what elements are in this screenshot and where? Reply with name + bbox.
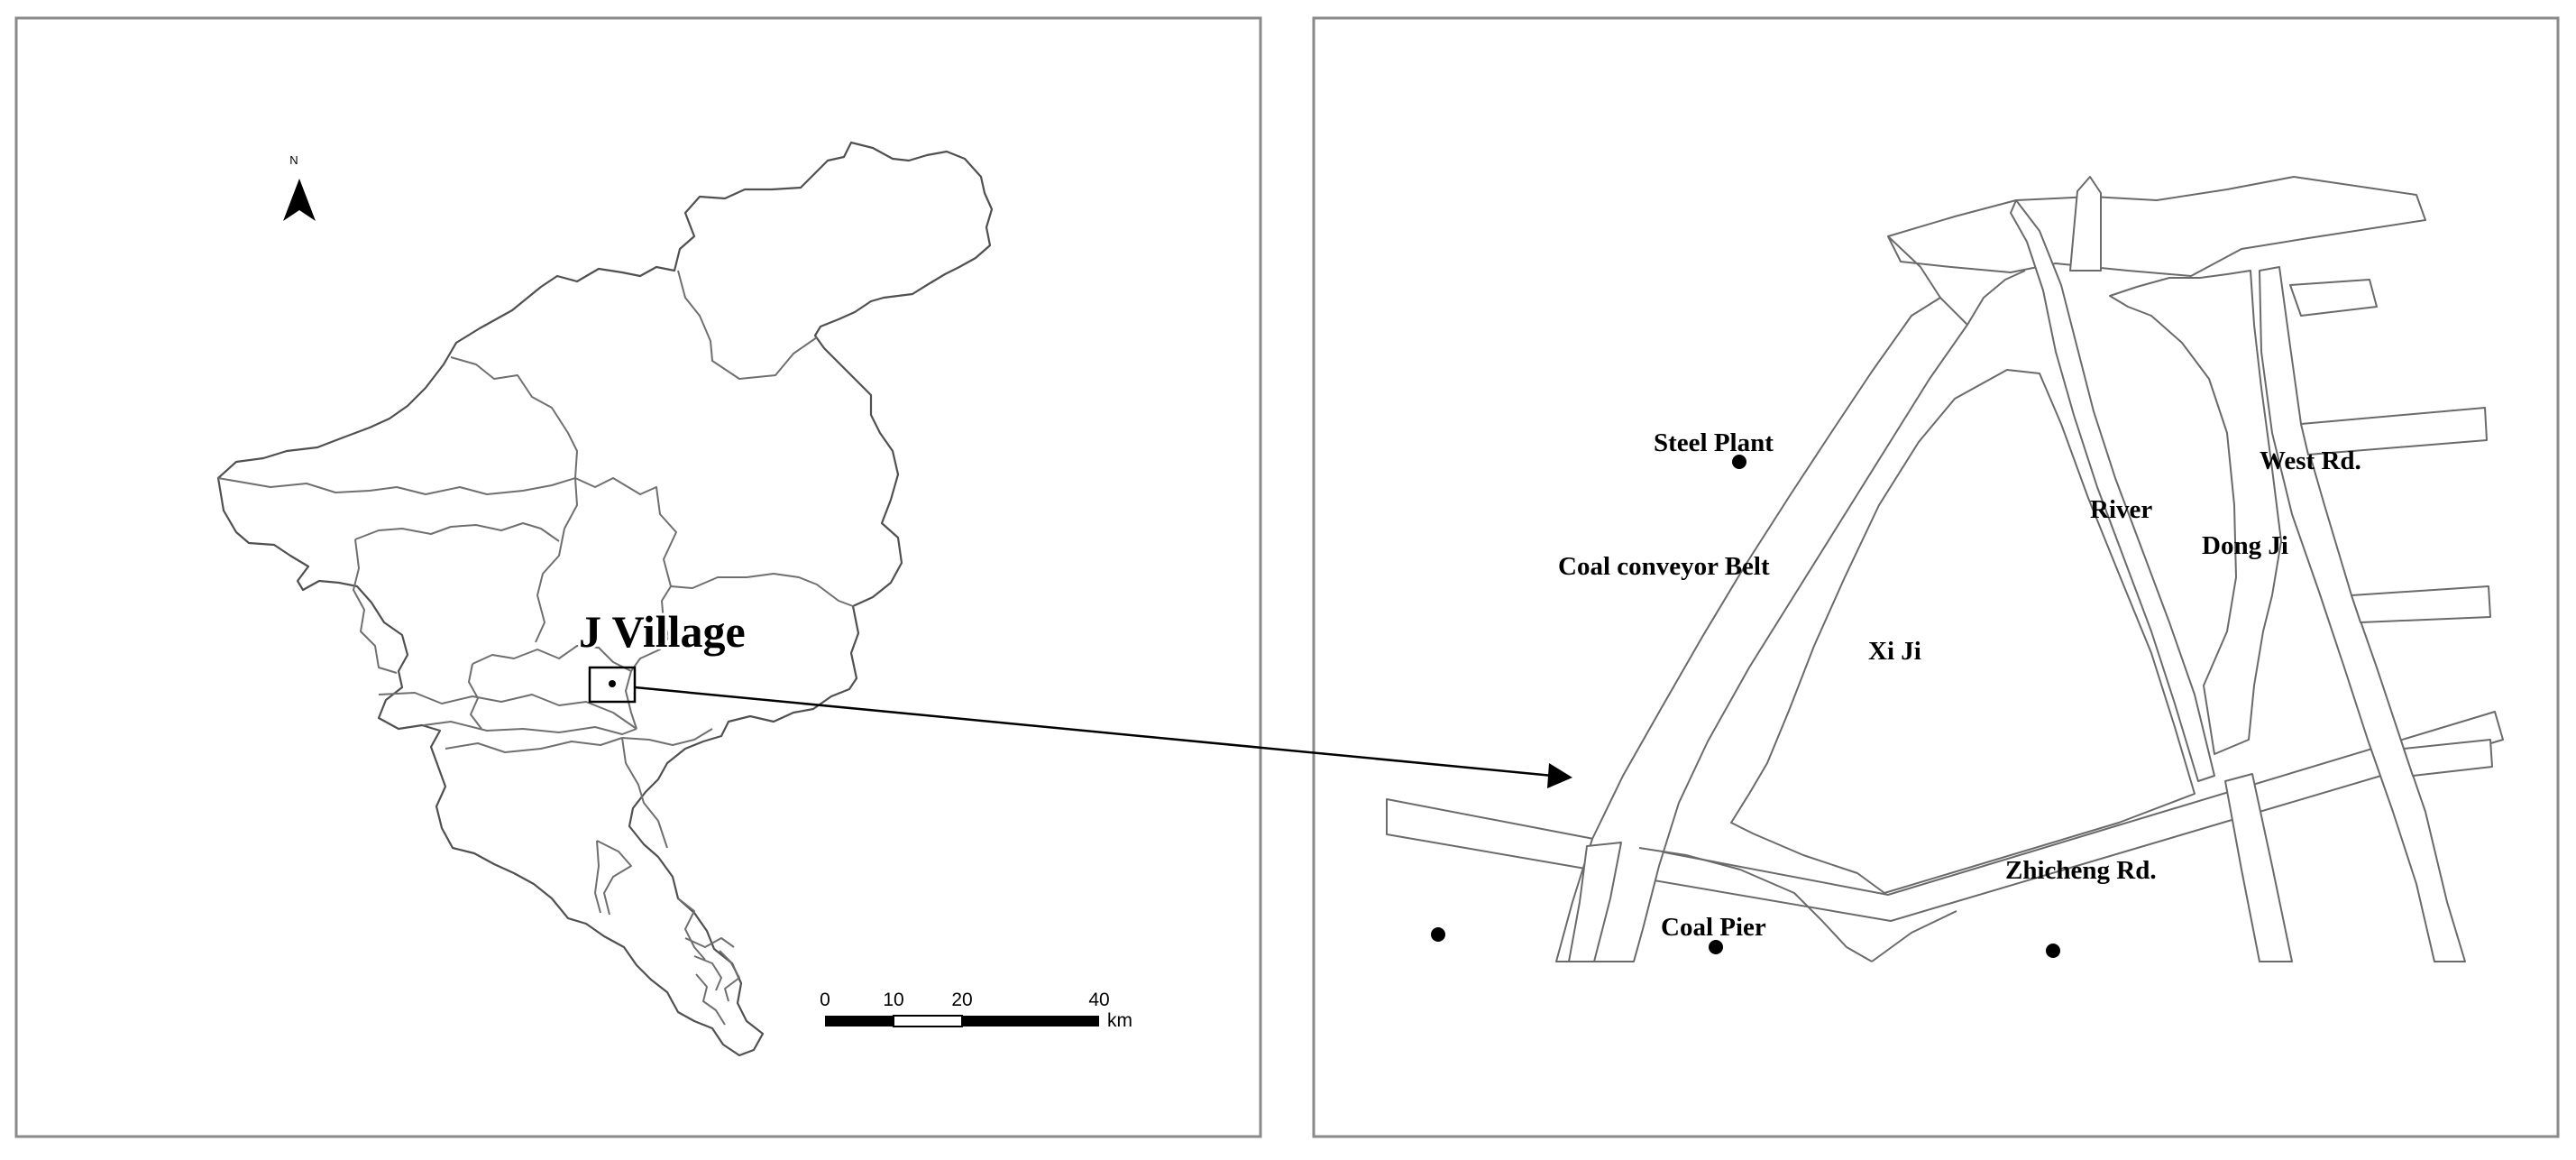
scale-tick-0: 0	[820, 990, 830, 1010]
overview-map-panel: N	[14, 16, 1262, 1138]
dong-ji-label: Dong Ji	[2202, 531, 2288, 560]
coal-pier-marker	[1709, 940, 1723, 954]
region-outline	[216, 141, 994, 1057]
west-rd-label: West Rd.	[2260, 447, 2361, 475]
xi-ji-label: Xi Ji	[1868, 637, 1921, 666]
village-label: J Village	[579, 606, 746, 657]
village-location-box	[588, 666, 637, 704]
steel-plant-label: Steel Plant	[1654, 428, 1774, 457]
coal-pier-label: Coal Pier	[1661, 913, 1766, 942]
north-arrow-label: N	[289, 153, 298, 167]
river-label: River	[2090, 495, 2152, 524]
river	[2010, 199, 2215, 782]
overview-map-frame	[14, 16, 1262, 1138]
scale-tick-40: 40	[1088, 990, 1109, 1010]
location-arrow	[634, 686, 1572, 788]
xi-ji-boundary	[1730, 369, 2196, 894]
zhicheng-rd-label: Zhicheng Rd.	[2005, 856, 2157, 885]
north-arrow-icon: N	[283, 153, 316, 221]
scale-bar: 0 10 20 40 km	[820, 990, 1132, 1031]
dong-ji-boundary	[2109, 270, 2282, 755]
scale-tick-20: 20	[951, 990, 972, 1010]
point-marker-left	[1431, 927, 1445, 942]
scale-unit: km	[1107, 1010, 1132, 1031]
detail-map-panel: Steel Plant Coal conveyor Belt Xi Ji Riv…	[634, 16, 2560, 1138]
coal-conveyor-belt-label: Coal conveyor Belt	[1558, 552, 1770, 581]
scale-tick-10: 10	[883, 990, 903, 1010]
steel-plant-marker	[1732, 455, 1746, 469]
coal-conveyor-belt	[1555, 297, 1968, 962]
point-marker-right	[2046, 944, 2060, 958]
detail-map-frame	[1312, 16, 2560, 1138]
